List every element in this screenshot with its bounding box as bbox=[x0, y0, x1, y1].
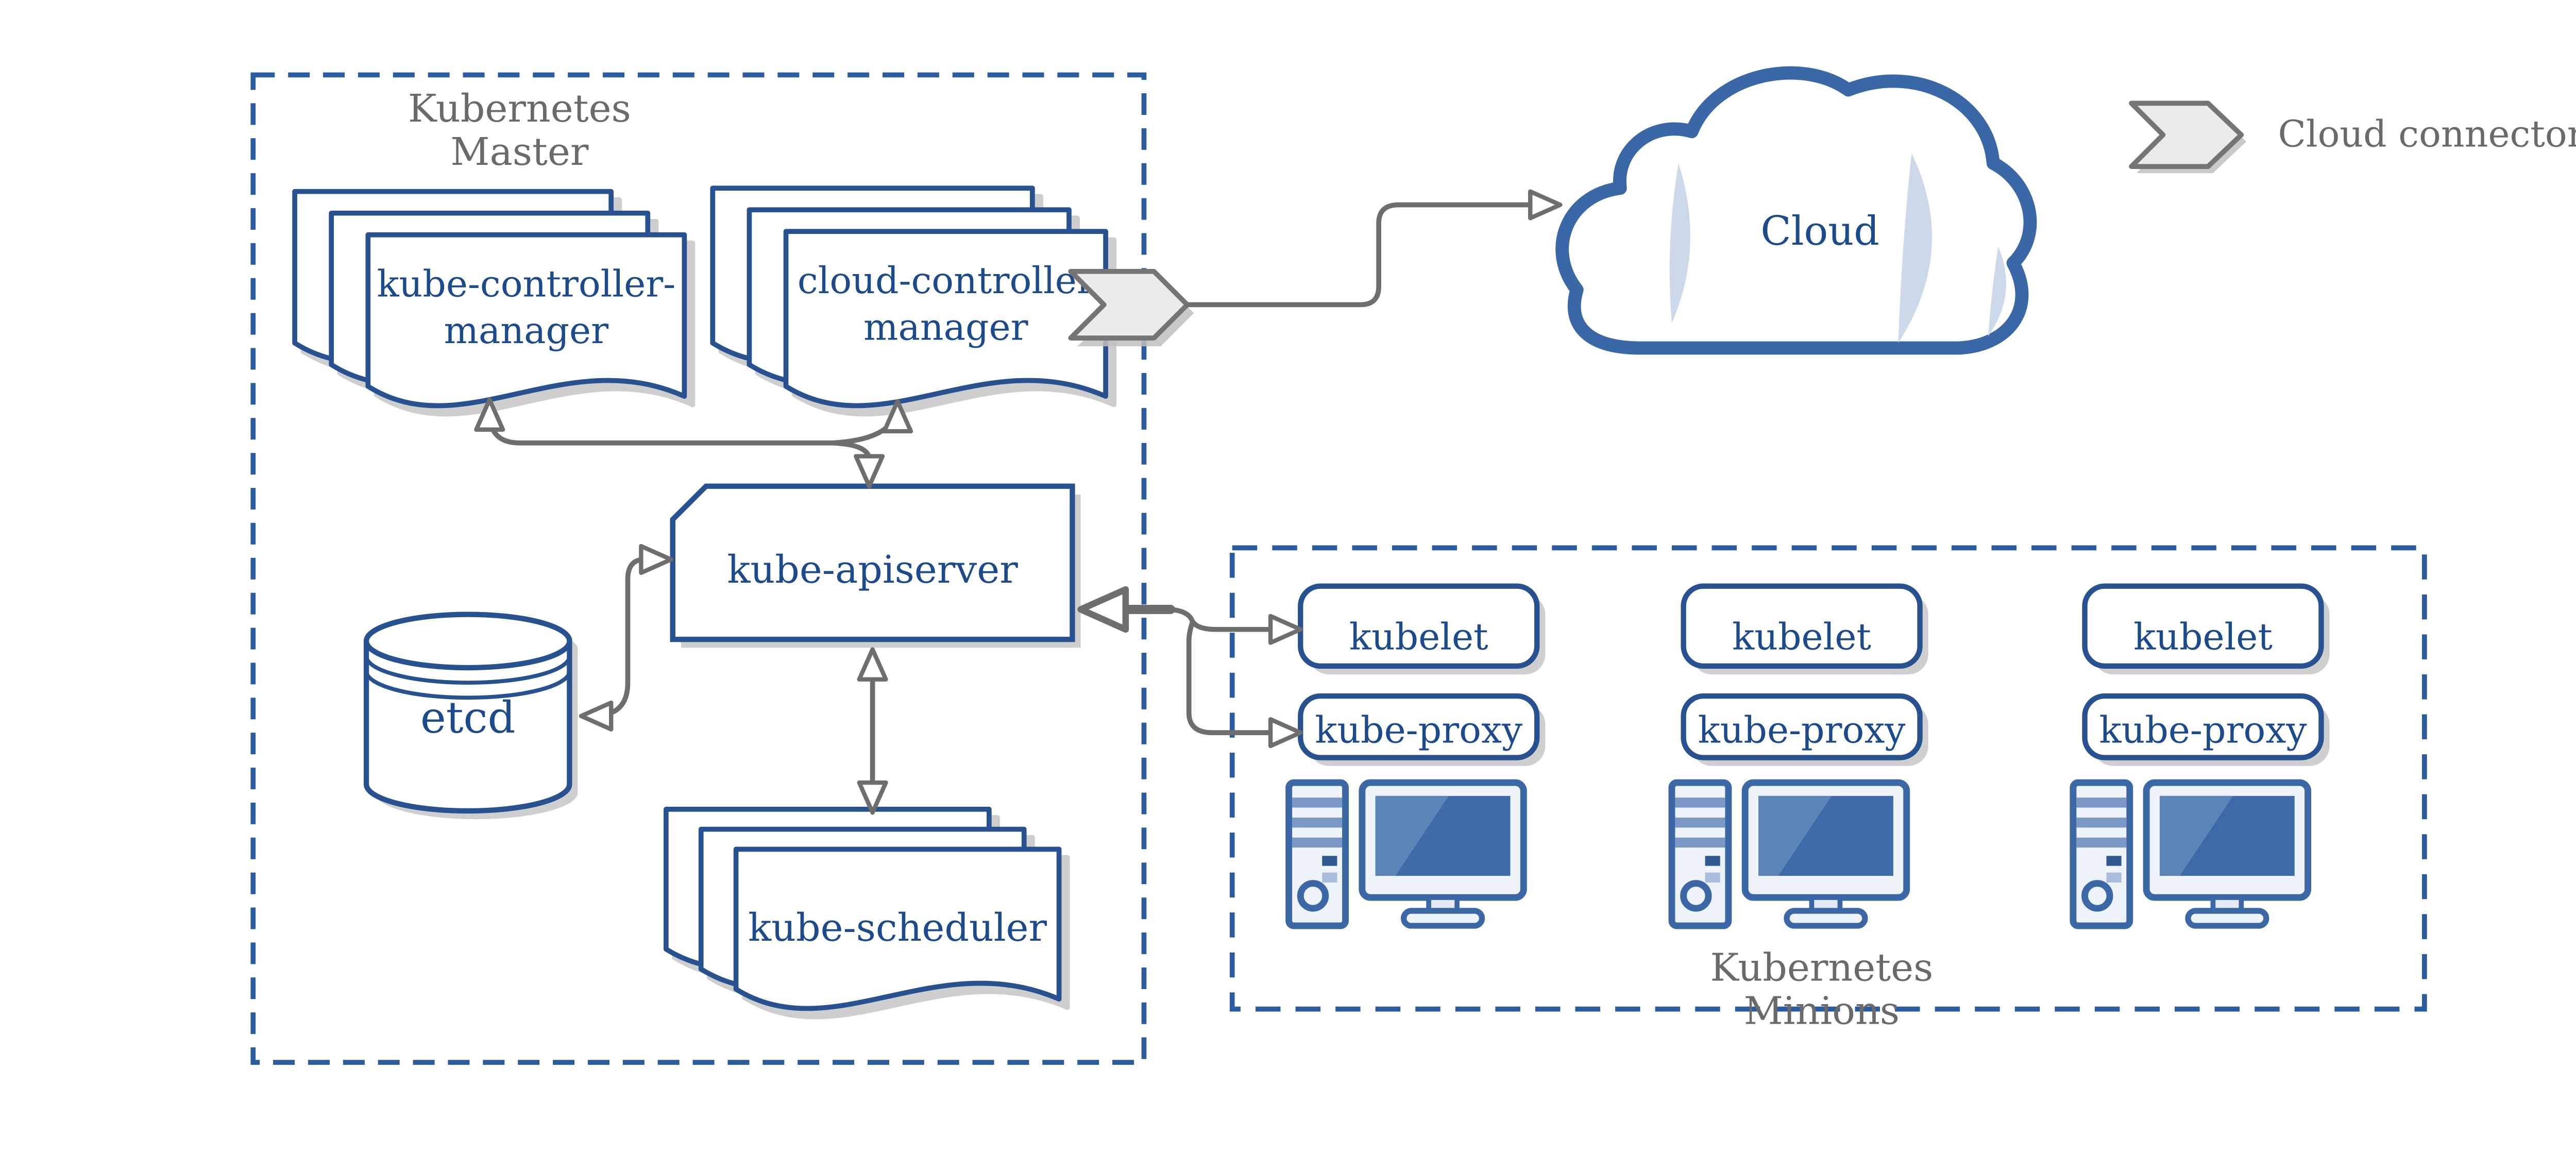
arrow-connector-to-cloud bbox=[1184, 202, 1536, 308]
cloud-connector-icon bbox=[1068, 268, 1194, 347]
minions-title-line2: Minions bbox=[1744, 989, 1900, 1033]
workstation-icon bbox=[2070, 779, 2312, 929]
master-title-line2: Master bbox=[450, 129, 588, 174]
kubelet-label: kubelet bbox=[1732, 615, 1871, 658]
kube-controller-manager-label-line1: kube-controller- bbox=[377, 262, 675, 305]
kube-controller-manager-label-line2: manager bbox=[444, 309, 609, 352]
cloud-node: Cloud bbox=[1555, 66, 2037, 355]
arrow-apiserver-to-kubelet bbox=[1168, 607, 1277, 632]
arrow-apiserver-etcd bbox=[598, 557, 647, 718]
etcd-node: etcd bbox=[366, 612, 578, 820]
kube-controller-manager-node: kube-controller- manager bbox=[295, 192, 692, 414]
kube-apiserver-shape bbox=[670, 483, 1075, 642]
minions-title-line1: Kubernetes bbox=[1710, 945, 1934, 990]
kubelet-box bbox=[2082, 583, 2324, 669]
cloud-controller-manager-label-line2: manager bbox=[863, 306, 1028, 348]
kubelet-label: kubelet bbox=[1349, 615, 1488, 658]
kube-apiserver-node: kube-apiserver bbox=[670, 483, 1081, 648]
minion-node-3: kubelet kube-proxy bbox=[2070, 583, 2330, 929]
master-title-line1: Kubernetes bbox=[408, 86, 631, 131]
connectors bbox=[476, 192, 1560, 813]
kube-proxy-label: kube-proxy bbox=[1698, 708, 1906, 751]
master-group-box bbox=[250, 72, 1147, 1065]
kube-scheduler-label: kube-scheduler bbox=[748, 905, 1047, 950]
kubelet-box bbox=[1681, 583, 1923, 669]
kube-proxy-label: kube-proxy bbox=[1315, 708, 1522, 751]
minion-node-1: kubelet kube-proxy bbox=[1285, 583, 1546, 929]
cloud-controller-manager-label-line1: cloud-controller bbox=[798, 259, 1094, 302]
cloud-connector-legend-label: Cloud connector bbox=[2278, 112, 2576, 155]
kube-apiserver-label: kube-apiserver bbox=[727, 547, 1018, 592]
legend-cloud-connector: Cloud connector bbox=[2129, 100, 2576, 174]
minion-node-2: kubelet kube-proxy bbox=[1668, 583, 1928, 929]
kube-scheduler-node: kube-scheduler bbox=[666, 809, 1067, 1017]
cloud-label: Cloud bbox=[1760, 208, 1879, 255]
kube-proxy-label: kube-proxy bbox=[2099, 708, 2307, 751]
cloud-controller-manager-node: cloud-controller manager bbox=[713, 188, 1114, 414]
workstation-icon bbox=[1285, 779, 1527, 929]
etcd-label: etcd bbox=[420, 692, 515, 743]
arrow-apiserver-to-kube-proxy bbox=[1186, 620, 1277, 735]
kubelet-box bbox=[1298, 583, 1540, 669]
cloud-connector-legend-icon bbox=[2129, 100, 2244, 169]
workstation-icon bbox=[1668, 779, 1910, 929]
arrow-controllers-bus bbox=[487, 410, 835, 446]
kube-proxy-box bbox=[2082, 693, 2324, 760]
diagram-canvas: Kubernetes Master kube-controller- manag… bbox=[250, 66, 2576, 1065]
kubernetes-architecture-diagram: Kubernetes Master kube-controller- manag… bbox=[250, 66, 2576, 1065]
kube-proxy-box bbox=[1298, 693, 1540, 760]
kube-proxy-box bbox=[1681, 693, 1923, 760]
minions-group-box bbox=[1229, 545, 2427, 1012]
kubelet-label: kubelet bbox=[2133, 615, 2273, 658]
